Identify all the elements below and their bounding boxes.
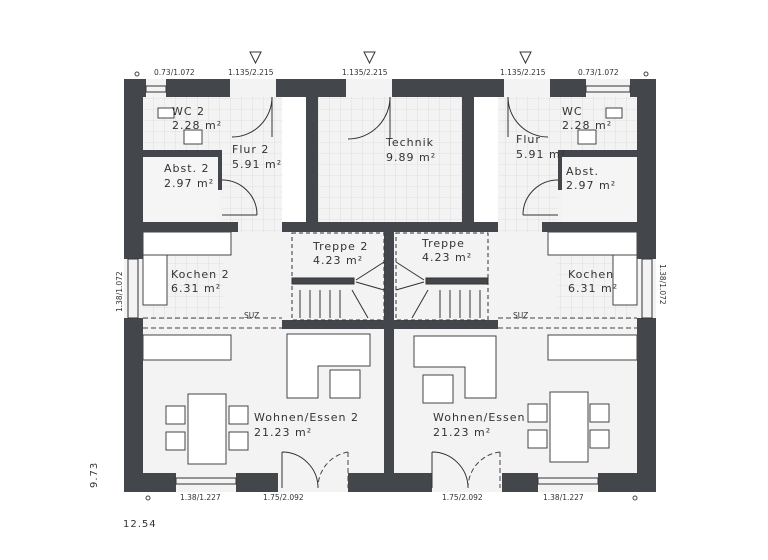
room-labels: WC 2 2.28 m² Flur 2 5.91 m² Abst. 2 2.97… [164, 105, 618, 439]
shaft [474, 97, 498, 222]
opening-dimension: 1.135/2.215 [500, 68, 546, 77]
walls [124, 79, 656, 492]
room-area: 6.31 m² [171, 282, 221, 295]
room-area: 21.23 m² [254, 426, 312, 439]
room-name: Wohnen/Essen [433, 411, 526, 424]
room-name: Treppe [421, 237, 465, 250]
wc-tiles [558, 97, 637, 150]
room-name: Flur 2 [232, 143, 269, 156]
room-area: 4.23 m² [422, 251, 472, 264]
windows [127, 85, 653, 485]
room-name: Technik [385, 136, 434, 149]
opening-dimension: 1.38/1.227 [543, 493, 584, 502]
room-area: 21.23 m² [433, 426, 491, 439]
room-name: WC 2 [172, 105, 205, 118]
room-area: 4.23 m² [313, 254, 363, 267]
sanitary-fixtures [157, 107, 623, 145]
opening-dimension: 1.135/2.215 [342, 68, 388, 77]
room-name: WC [562, 105, 583, 118]
dimension-labels: 0.73/1.072 1.135/2.215 1.135/2.215 1.135… [89, 68, 667, 530]
stairs [291, 232, 489, 321]
wc2-tiles [143, 97, 222, 150]
room-area: 5.91 m² [232, 158, 282, 171]
abst2-floor [143, 157, 218, 222]
opening-dimension: 1.75/2.092 [442, 493, 483, 502]
room-name: Kochen [568, 268, 614, 281]
room-name: Wohnen/Essen 2 [254, 411, 359, 424]
opening-dimension: 0.73/1.072 [578, 68, 619, 77]
opening-dimension: 1.38/1.227 [180, 493, 221, 502]
room-area: 2.97 m² [566, 179, 616, 192]
opening-dimension: 0.73/1.072 [154, 68, 195, 77]
room-name: Treppe 2 [312, 240, 368, 253]
room-name: Flur [516, 133, 541, 146]
opening-dimension: 1.135/2.215 [228, 68, 274, 77]
room-name: Abst. 2 [164, 162, 210, 175]
room-name: Abst. [566, 165, 599, 178]
triangle-down-icon [249, 51, 262, 65]
triangle-down-icon [363, 51, 376, 65]
overall-width: 12.54 [123, 519, 157, 530]
opening-dimension: 1.38/1.072 [115, 271, 124, 312]
entrance-marker-icons [249, 51, 532, 65]
room-area: 6.31 m² [568, 282, 618, 295]
room-area: 5.91 m² [516, 148, 566, 161]
doors [221, 96, 559, 489]
triangle-down-icon [519, 51, 532, 65]
suz-label: SUZ [513, 311, 528, 320]
living-furniture-left [165, 333, 371, 465]
suz-label: SUZ [244, 311, 259, 320]
kitchen-counters [142, 231, 638, 361]
room-area: 2.97 m² [164, 177, 214, 190]
opening-dimension: 1.75/2.092 [263, 493, 304, 502]
door-swing-dashed [317, 451, 501, 489]
opening-dimension: 1.38/1.072 [658, 264, 667, 305]
living-furniture-right [413, 335, 610, 463]
abst-floor [562, 157, 637, 222]
room-name: Kochen 2 [171, 268, 230, 281]
room-area: 9.89 m² [386, 151, 436, 164]
axis-marker-icons [134, 71, 649, 501]
overall-depth: 9.73 [89, 462, 100, 488]
room-area: 2.28 m² [562, 119, 612, 132]
shaft [282, 97, 306, 222]
room-area: 2.28 m² [172, 119, 222, 132]
flur-tiles [498, 97, 558, 232]
